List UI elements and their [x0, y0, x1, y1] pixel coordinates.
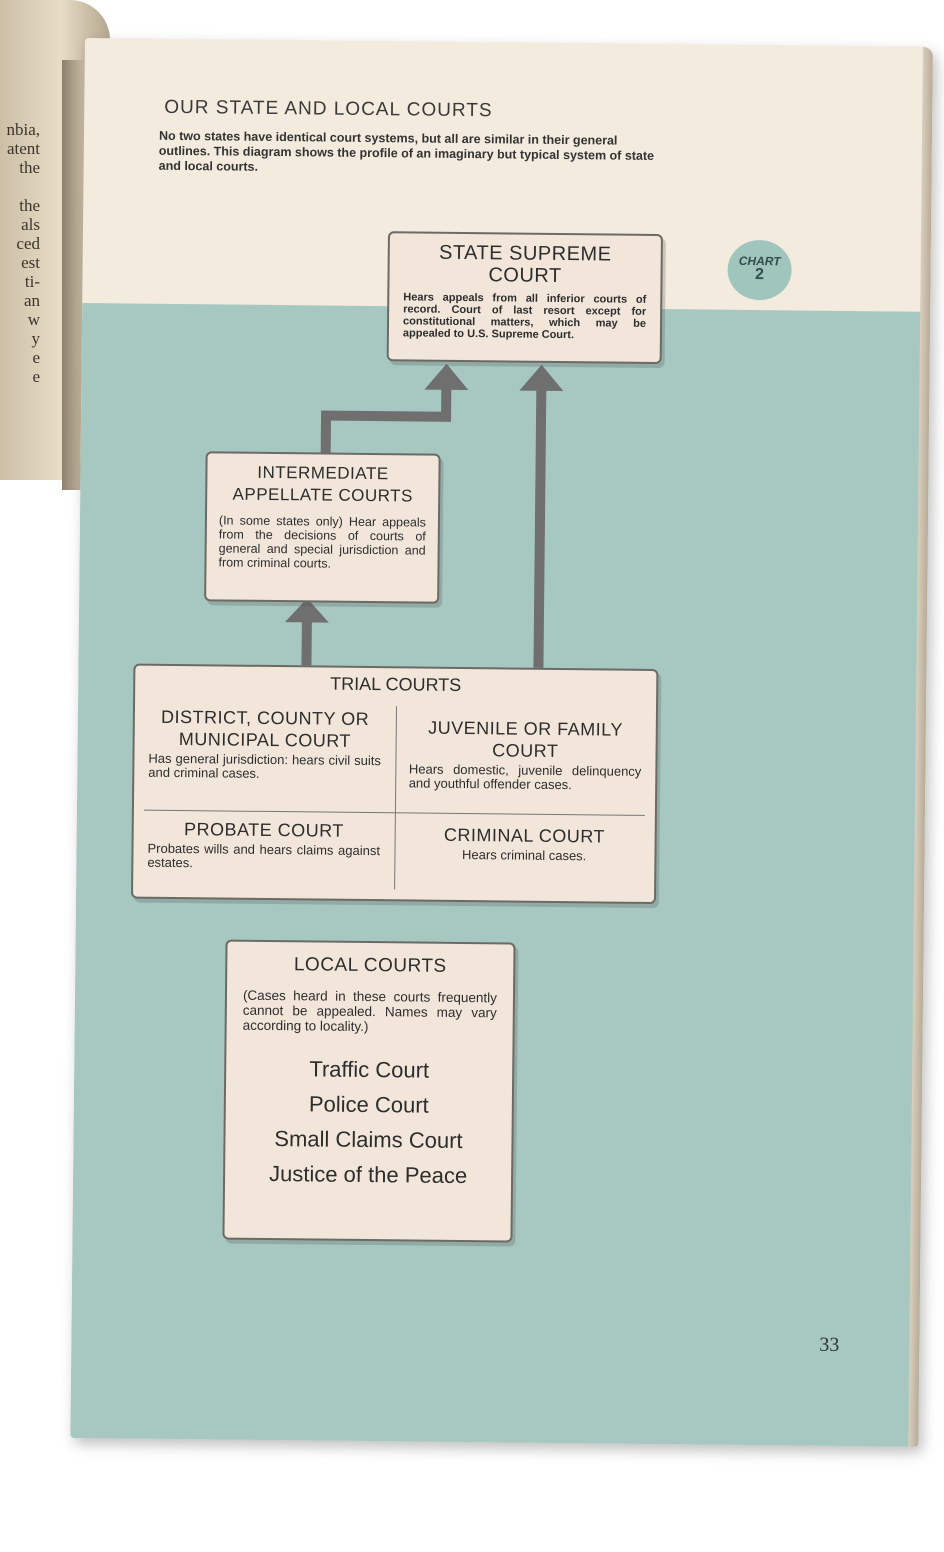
left-fragment: the — [19, 158, 40, 177]
district-court-cell: DISTRICT, COUNTY OR MUNICIPAL COURT Has … — [144, 704, 386, 807]
probate-title: PROBATE COURT — [183, 819, 344, 841]
arrow-head-intermediate-to-supreme — [424, 363, 469, 391]
left-fragment: ced — [16, 234, 40, 253]
probate-court-cell: PROBATE COURT Probates wills and hears c… — [143, 816, 384, 899]
left-fragment — [0, 177, 40, 196]
criminal-description: Hears criminal cases. — [462, 846, 587, 864]
left-fragment: ti- — [24, 272, 40, 291]
intermediate-title: INTERMEDIATE APPELLATE COURTS — [232, 462, 413, 506]
left-page-text: nbia, atent the the als ced est ti- an w… — [0, 120, 40, 386]
left-fragment: y — [31, 329, 41, 348]
supreme-title: STATE SUPREME COURT — [438, 241, 612, 288]
left-fragment: e — [32, 367, 40, 386]
left-fragment: w — [27, 310, 40, 329]
left-fragment: an — [23, 291, 40, 310]
local-courts-box: LOCAL COURTS (Cases heard in these court… — [222, 939, 516, 1243]
juvenile-description: Hears domestic, juvenile delinquency and… — [408, 761, 642, 793]
supreme-description: Hears appeals from all inferior courts o… — [402, 291, 647, 342]
local-title: LOCAL COURTS — [293, 954, 447, 977]
trial-courts-box: TRIAL COURTS DISTRICT, COUNTY OR MUNICIP… — [130, 663, 659, 905]
arrow-head-trial-to-intermediate — [284, 598, 329, 623]
list-item: Justice of the Peace — [268, 1160, 468, 1189]
probate-description: Probates wills and hears claims against … — [147, 840, 381, 871]
intermediate-description: (In some states only) Hear appeals from … — [218, 513, 427, 571]
trial-title: TRIAL COURTS — [330, 673, 462, 695]
left-fragment: est — [21, 253, 40, 272]
arrows-layer — [284, 363, 564, 668]
arrow-intermediate-to-supreme — [320, 386, 452, 453]
district-title: DISTRICT, COUNTY OR MUNICIPAL COURT — [160, 706, 370, 751]
local-courts-list: Traffic Court Police Court Small Claims … — [241, 1051, 496, 1194]
juvenile-title: JUVENILE OR FAMILY COURT — [428, 717, 624, 761]
left-fragment: als — [21, 215, 40, 234]
page-number: 33 — [819, 1333, 840, 1356]
criminal-title: CRIMINAL COURT — [443, 824, 606, 847]
arrow-head-trial-to-supreme — [519, 364, 564, 392]
list-item: Small Claims Court — [274, 1126, 463, 1154]
intermediate-appellate-box: INTERMEDIATE APPELLATE COURTS (In some s… — [204, 451, 441, 604]
local-description: (Cases heard in these courts frequently … — [242, 987, 498, 1035]
left-fragment: the — [19, 196, 40, 215]
criminal-court-cell: CRIMINAL COURT Hears criminal cases. — [404, 821, 645, 904]
trial-grid: DISTRICT, COUNTY OR MUNICIPAL COURT Has … — [143, 704, 646, 892]
list-item: Traffic Court — [309, 1056, 430, 1083]
left-fragment: e — [32, 348, 40, 367]
left-fragment: nbia, — [6, 120, 40, 139]
list-item: Police Court — [308, 1091, 429, 1118]
grid-divider-vertical — [393, 706, 397, 890]
juvenile-court-cell: JUVENILE OR FAMILY COURT Hears domestic,… — [404, 714, 646, 817]
book-page: OUR STATE AND LOCAL COURTS No two states… — [70, 38, 933, 1447]
arrow-trial-to-supreme — [533, 387, 547, 668]
district-description: Has general jurisdiction: hears civil su… — [148, 750, 381, 781]
left-fragment: atent — [6, 139, 40, 158]
state-supreme-court-box: STATE SUPREME COURT Hears appeals from a… — [386, 231, 663, 365]
